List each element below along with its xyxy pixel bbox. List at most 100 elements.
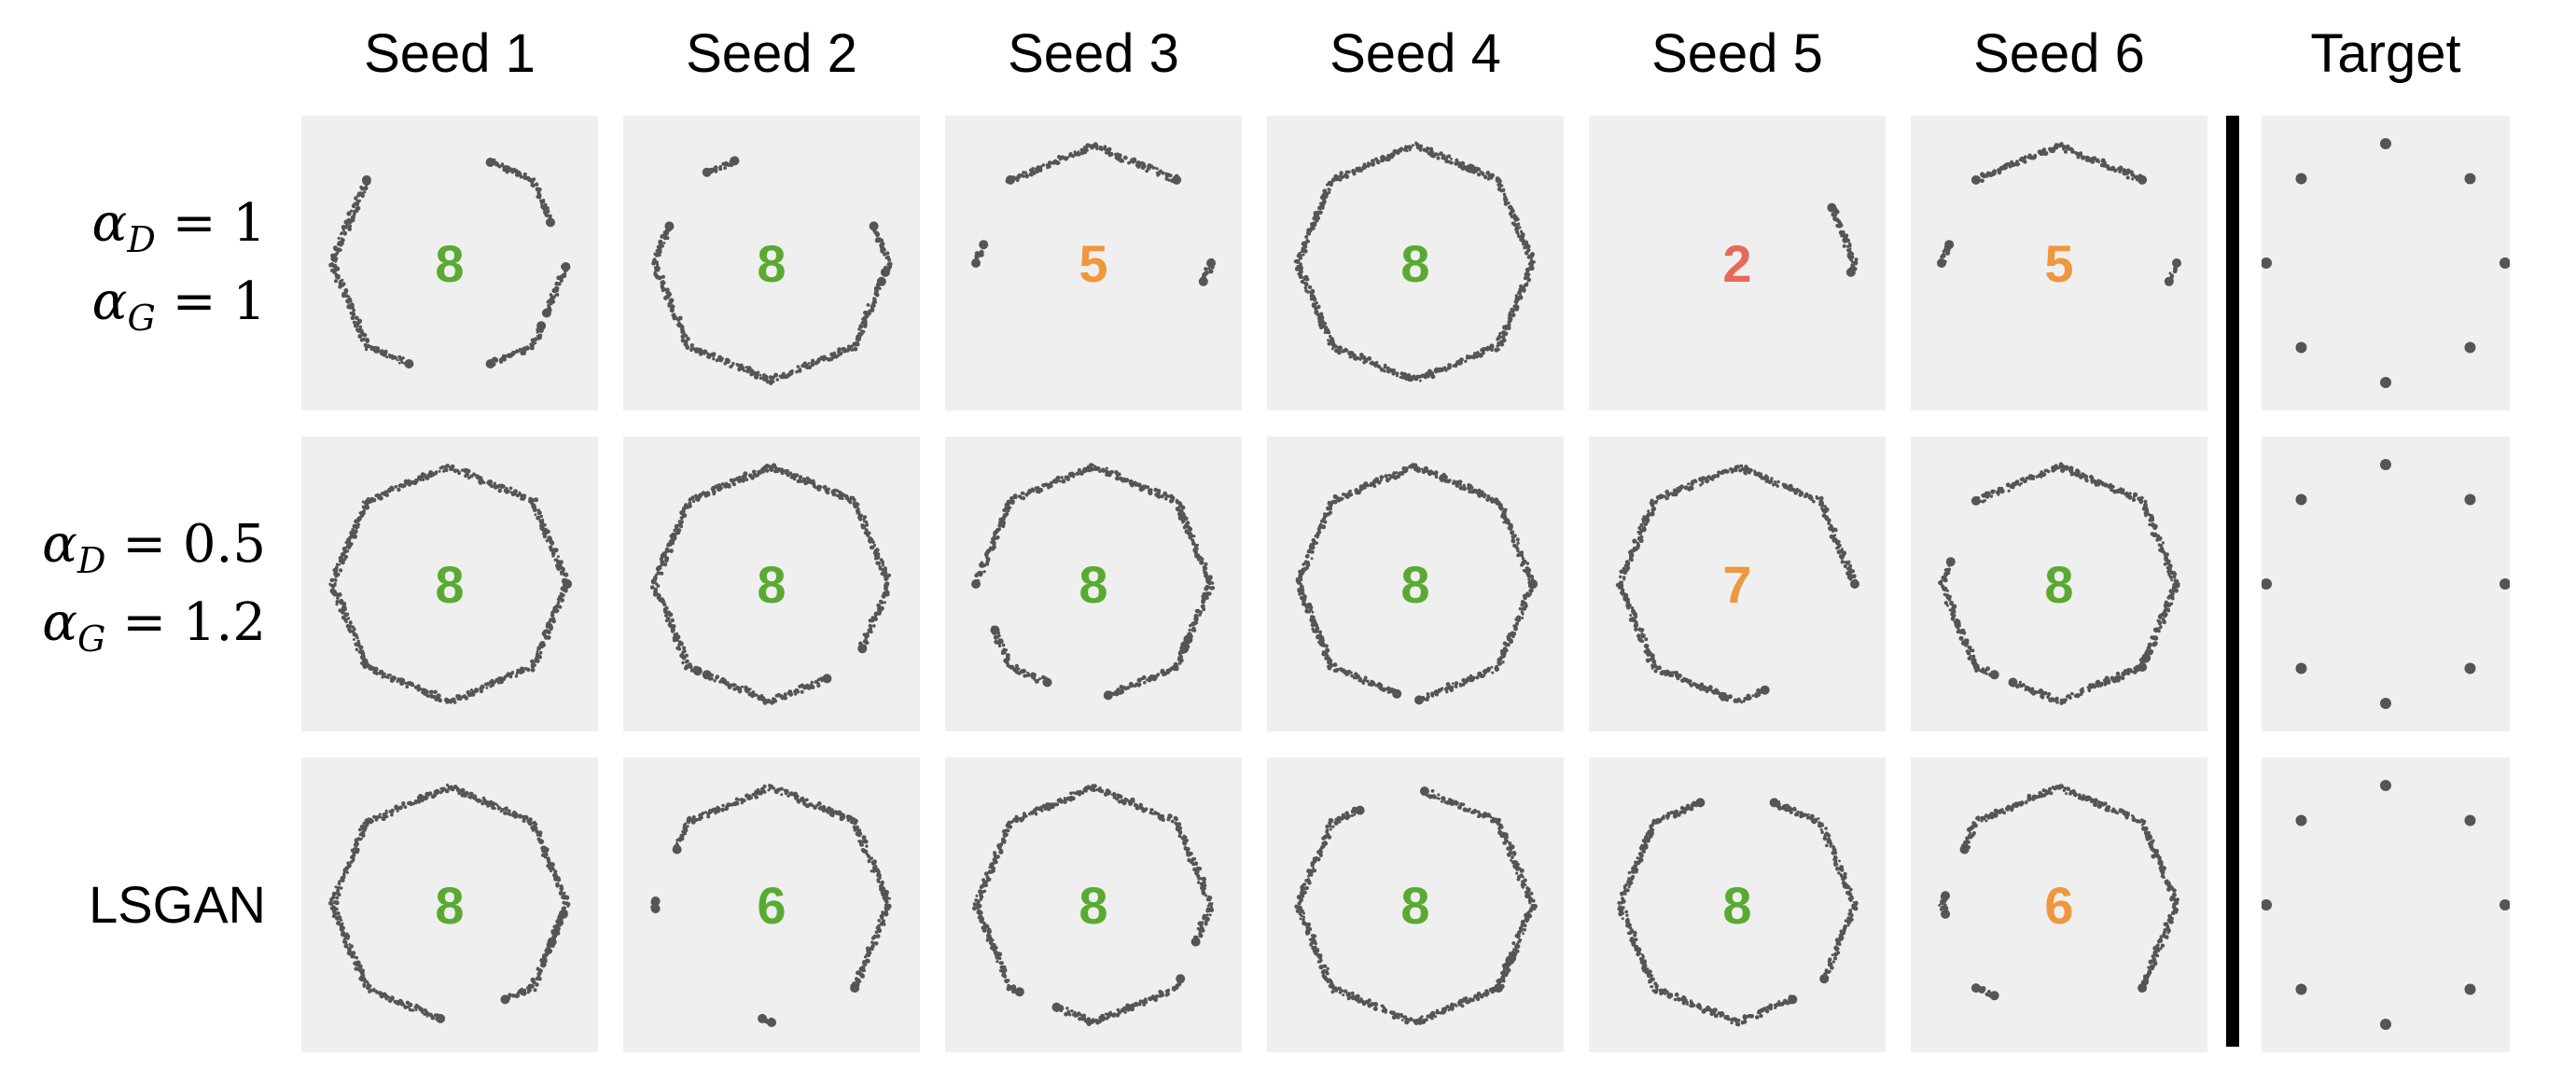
data-point (1095, 146, 1099, 151)
data-point (434, 471, 439, 476)
data-point (418, 477, 423, 481)
data-point (997, 523, 1002, 528)
data-point (2100, 162, 2105, 167)
data-point (347, 546, 351, 549)
data-point (2148, 646, 2151, 650)
data-point (1511, 530, 1514, 534)
data-point (984, 551, 989, 557)
data-point (665, 294, 671, 299)
data-point (699, 348, 703, 352)
data-point (1694, 479, 1698, 483)
data-point (409, 479, 412, 483)
data-point (1469, 674, 1473, 677)
data-point (1317, 633, 1323, 639)
data-point (542, 633, 546, 637)
data-point (666, 616, 670, 619)
data-point (839, 493, 843, 497)
data-point (2165, 602, 2171, 607)
data-point (2168, 593, 2173, 597)
data-point (556, 609, 560, 613)
data-point (514, 350, 519, 354)
data-point (1798, 493, 1803, 497)
column-title-4: Seed 4 (1330, 23, 1501, 84)
data-point (361, 505, 366, 509)
data-point (745, 688, 751, 693)
data-point (1376, 365, 1381, 368)
scatter-plot (328, 158, 571, 368)
data-point (1848, 563, 1853, 568)
data-point (1500, 515, 1504, 519)
data-point (1204, 267, 1208, 271)
data-point (684, 334, 689, 338)
subscript: G (127, 298, 156, 340)
data-point (533, 337, 538, 341)
data-point (1371, 159, 1374, 162)
data-point (1392, 471, 1397, 476)
data-point (1077, 150, 1080, 154)
data-point (1017, 667, 1021, 671)
mode-cluster (990, 625, 1000, 635)
data-point (1002, 507, 1007, 513)
data-point (1521, 556, 1525, 561)
data-point (1643, 521, 1649, 527)
data-point (763, 374, 769, 380)
data-point (518, 347, 522, 352)
data-point (1458, 682, 1462, 686)
data-point (1472, 352, 1477, 356)
data-point (1497, 657, 1503, 662)
data-point (1045, 163, 1049, 167)
data-point (1202, 591, 1206, 596)
data-point (560, 276, 564, 281)
data-point (673, 528, 676, 533)
data-point (1650, 666, 1654, 670)
data-point (1486, 177, 1491, 181)
data-point (698, 493, 703, 498)
data-point (1502, 521, 1506, 524)
data-point (859, 513, 864, 518)
data-point (1306, 549, 1310, 554)
data-point (1464, 359, 1468, 363)
data-point (1028, 168, 1034, 173)
data-point (2167, 609, 2171, 613)
data-point (1402, 372, 1408, 377)
data-point (401, 356, 405, 360)
data-point (1519, 229, 1524, 233)
mode-cluster (730, 156, 740, 166)
data-point (361, 337, 366, 341)
data-point (1325, 647, 1330, 653)
data-point (2037, 149, 2042, 155)
data-point (1121, 479, 1126, 483)
data-point (1324, 520, 1328, 524)
data-point (1528, 588, 1534, 593)
data-point (667, 304, 671, 308)
data-point (339, 568, 343, 573)
mode-cluster (1183, 634, 1193, 645)
target-panel (2262, 116, 2510, 410)
data-point (1315, 300, 1318, 305)
data-point (662, 602, 666, 606)
data-point (1304, 235, 1309, 239)
data-point (666, 544, 670, 548)
data-point (1823, 505, 1827, 508)
data-point (1322, 196, 1327, 201)
data-point (494, 358, 498, 363)
mode-cluster (857, 644, 868, 654)
data-point (1481, 171, 1484, 174)
data-point (386, 488, 392, 493)
data-point (1302, 563, 1305, 566)
data-point (1299, 257, 1302, 260)
data-point (1846, 248, 1850, 253)
data-point (1640, 639, 1644, 643)
data-point (1728, 696, 1732, 700)
data-point (1397, 475, 1400, 479)
data-point (1397, 148, 1401, 153)
scatter-panel: 8 (301, 757, 598, 1052)
data-point (1295, 260, 1300, 264)
data-point (522, 669, 525, 674)
data-point (1191, 621, 1197, 626)
data-point (1174, 663, 1179, 669)
mode-cluster (971, 579, 981, 589)
data-point (1332, 493, 1338, 499)
data-point (1512, 313, 1516, 317)
data-point (556, 601, 561, 604)
